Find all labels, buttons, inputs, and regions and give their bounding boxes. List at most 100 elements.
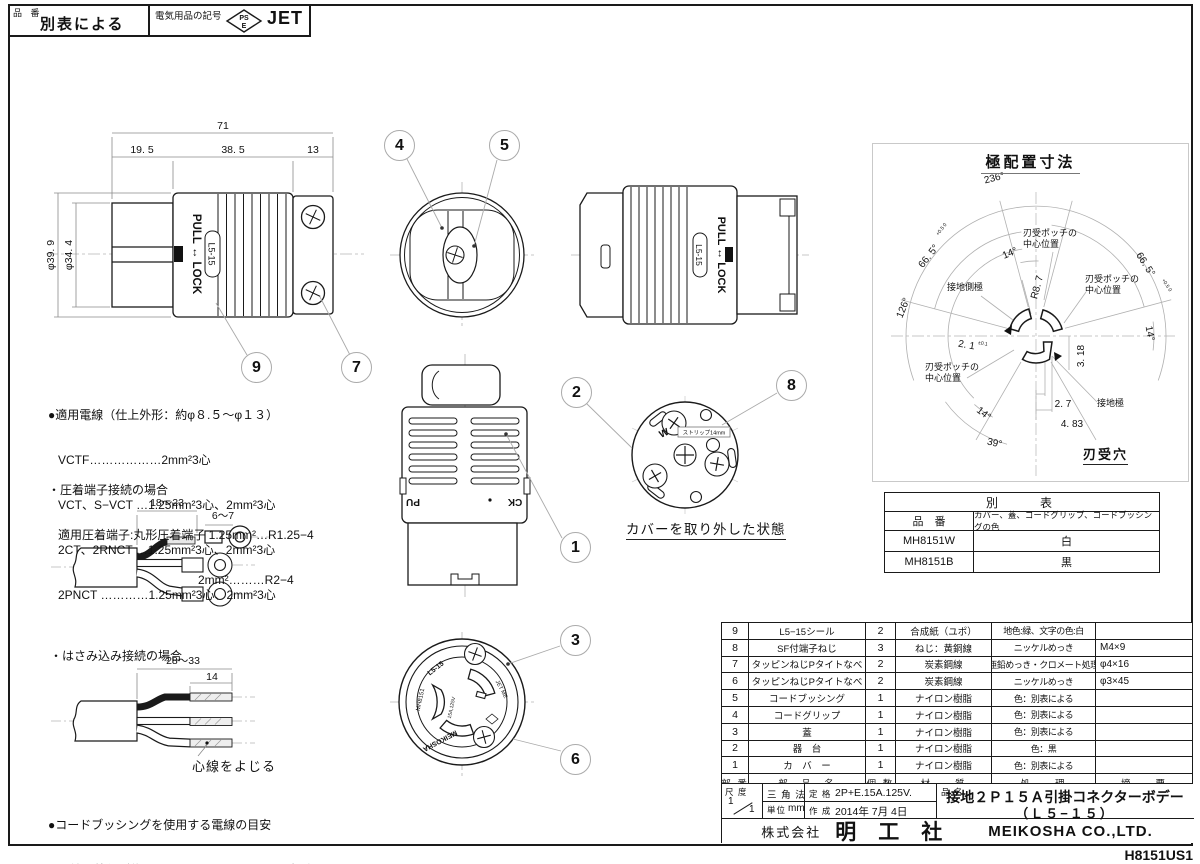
svg-text:6〜7: 6〜7: [212, 510, 234, 522]
document-number: H8151US1: [1124, 847, 1194, 863]
table-cell: [1096, 623, 1192, 640]
table-cell: [1096, 690, 1192, 707]
sheet-frame: [8, 4, 1193, 846]
table-cell: 炭素鋼線: [896, 656, 992, 674]
table-cell: SF付端子ねじ: [749, 639, 866, 657]
table-cell: 2: [722, 740, 749, 758]
table-cell: コードグリップ: [749, 706, 866, 724]
scale-label: 尺 度: [725, 787, 748, 797]
crimp-terminal-note: ・圧着端子接続の場合 適用圧着端子:丸形圧着端子 1.25mm²…R1.25−4…: [48, 483, 314, 587]
svg-text:φ39. 9: φ39. 9: [45, 240, 57, 270]
pole-panel-title: 極配置寸法: [873, 151, 1188, 174]
svg-text:3. 18: 3. 18: [1076, 344, 1087, 367]
part-number-label: 品 番: [13, 8, 43, 18]
table-cell: ナイロン樹脂: [896, 706, 992, 724]
table-cell: M4×9: [1096, 640, 1192, 657]
table-cell: ねじ：黄銅線: [896, 639, 992, 657]
table-cell: ナイロン樹脂: [896, 757, 992, 775]
svg-text:2. 1: 2. 1: [957, 339, 976, 353]
side-view-drawing: 71 19. 5 38. 5 13 φ39. 9 φ34. 4 PULL ↔ L…: [45, 120, 364, 318]
table-cell: 合成紙（ユポ）: [896, 623, 992, 640]
variant-table-title: 別 表: [885, 493, 1159, 512]
svg-text:±0.1: ±0.1: [978, 340, 989, 348]
table-cell: 色：別表による: [992, 757, 1096, 775]
table-cell: φ3×45: [1096, 673, 1192, 691]
svg-text:PU: PU: [406, 496, 420, 507]
svg-text:19. 5: 19. 5: [130, 144, 154, 156]
table-cell: 色：黒: [992, 740, 1096, 758]
appliance-mark-box: 電気用品の記号 PS E JET: [150, 4, 311, 37]
projection-method: 三 角 法: [767, 790, 806, 801]
grounded-side-pole-label: 接地側極: [947, 282, 984, 292]
svg-text:71: 71: [217, 120, 229, 132]
title-block: 尺 度 1 1 三 角 法 単位 mm 定 格 2P+E.15A.125V. 作…: [721, 783, 1194, 844]
table-cell: 8: [722, 639, 749, 657]
unit-value: mm: [788, 803, 805, 814]
svg-text:28〜33: 28〜33: [166, 655, 200, 667]
scale-numerator: 1: [728, 796, 734, 807]
svg-text:18〜23: 18〜23: [150, 497, 184, 509]
rear-view-drawing: L5-15 PULL ↔ LOCK: [571, 185, 809, 325]
crimp-terminal-drawing: 18〜23 6〜7: [51, 497, 270, 607]
table-cell: 色：別表による: [992, 690, 1096, 707]
rating-label: 定 格: [809, 789, 832, 799]
bottom-view-drawing: PU CK: [399, 354, 531, 597]
table-cell: 3: [722, 723, 749, 741]
table-cell: 1: [866, 690, 896, 707]
table-cell: 1: [866, 757, 896, 775]
svg-text:CK: CK: [507, 496, 522, 507]
balloon-3: 3: [560, 625, 591, 656]
blade-notch-label-lower: 刃受ポッチの中心位置: [925, 362, 980, 383]
company-row: 株式会社 明工社 MEIKOSHA CO.,LTD.: [722, 818, 1192, 844]
table-cell: タッピンねじPタイトなべ: [749, 656, 866, 674]
svg-text:PS: PS: [239, 15, 249, 22]
svg-text:14°: 14°: [1001, 246, 1019, 262]
pinch-connection-note: ・はさみ込み接続の場合: [50, 649, 183, 663]
table-cell: 地色:緑、文字の色:白: [992, 623, 1096, 640]
svg-text:φ34. 4: φ34. 4: [63, 240, 75, 270]
svg-text:L5-15: L5-15: [694, 244, 704, 266]
table-cell: 黒: [1061, 557, 1072, 569]
table-cell: 4: [722, 706, 749, 724]
table-cell: [1096, 741, 1192, 758]
pole-arrangement-diagram: 236° 66. 5° +0.5 0 66. 5° +0.5 0 14° 14°…: [891, 171, 1175, 476]
svg-text:14: 14: [206, 671, 218, 683]
table-cell: 亜鉛めっき・クロメート処理: [992, 656, 1096, 674]
svg-text:E: E: [242, 23, 247, 30]
part-number-box: 品 番 別表による: [8, 4, 150, 37]
company-name: 明工社: [835, 821, 965, 844]
table-cell: 5: [722, 690, 749, 707]
variant-table: 別 表 品 番 カバー、蓋、コードグリップ、コードブッシングの色 MH8151W…: [884, 492, 1160, 573]
table-cell: 1: [866, 723, 896, 741]
table-cell: ナイロン樹脂: [896, 690, 992, 707]
table-cell: 1: [866, 740, 896, 758]
unit-label: 単位: [767, 805, 787, 815]
product-name: 接地２Ｐ１５Ａ引掛コネクターボデー: [946, 789, 1184, 805]
ground-pole-label: 接地極: [1097, 398, 1125, 408]
blade-notch-label-top: 刃受ポッチの中心位置: [1023, 228, 1078, 249]
table-cell: 2: [866, 623, 896, 640]
table-cell: コードブッシング: [749, 690, 866, 707]
rating-value: 2P+E.15A.125V.: [835, 787, 912, 799]
company-name-en: MEIKOSHA CO.,LTD.: [988, 822, 1153, 840]
table-cell: 炭素鋼線: [896, 673, 992, 691]
internal-view-drawing: ストリップ14mm W: [631, 396, 739, 514]
part-number-value: 別表による: [40, 16, 125, 33]
table-cell: φ4×16: [1096, 657, 1192, 674]
table-cell: L5−15シール: [749, 623, 866, 640]
table-cell: 器 台: [749, 740, 866, 758]
created-value: 2014年 7月 4日: [835, 806, 908, 818]
table-cell: 1: [866, 706, 896, 724]
table-cell: 1: [722, 757, 749, 775]
svg-text:13: 13: [307, 144, 319, 156]
balloon-6: 6: [560, 744, 591, 775]
svg-text:PULL ↔ LOCK: PULL ↔ LOCK: [190, 214, 202, 295]
balloon-5: 5: [489, 130, 520, 161]
svg-text:MH8151: MH8151: [416, 687, 427, 711]
table-cell: 2: [866, 673, 896, 691]
table-cell: 9: [722, 623, 749, 640]
created-label: 作 成: [809, 806, 832, 816]
svg-text:236°: 236°: [983, 171, 1006, 187]
table-cell: ナイロン樹脂: [896, 740, 992, 758]
